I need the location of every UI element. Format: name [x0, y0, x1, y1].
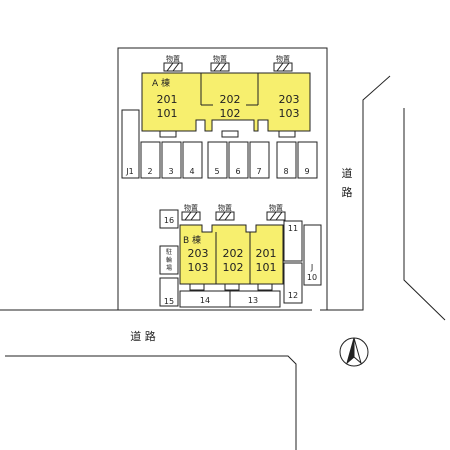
site-boundary — [117, 47, 328, 310]
storage-label: 物置 — [184, 203, 198, 212]
unit-201: 201 — [157, 93, 178, 106]
parking-7-label: 7 — [256, 167, 261, 176]
parking-12-label: 12 — [288, 291, 298, 300]
storage-label: 物置 — [166, 54, 180, 63]
unit-103: 103 — [279, 107, 300, 120]
parking-14-label: 14 — [200, 296, 210, 305]
unit-b-202: 202 — [223, 247, 244, 260]
building-b-outline — [179, 224, 284, 285]
parking-j10-label-1: J — [310, 263, 313, 272]
storage-a-3: 物置 — [273, 54, 293, 72]
building-b: 物置 物置 物置 B 棟 203 103 202 102 201 101 — [179, 203, 286, 291]
bicycle-parking: 16 駐 輪 場 15 — [159, 209, 179, 307]
parking-row-a: J1 2 3 4 5 6 7 8 9 — [121, 109, 318, 179]
parking-16-label: 16 — [164, 216, 174, 225]
parking-2-label: 2 — [147, 167, 152, 176]
unit-b-101: 101 — [256, 261, 277, 274]
parking-j1 — [121, 109, 140, 179]
bicycle-parking-label-3: 場 — [166, 264, 172, 272]
storage-b-3: 物置 — [266, 203, 286, 221]
parking-13-label: 13 — [248, 296, 258, 305]
building-b-label: B 棟 — [183, 234, 201, 246]
bicycle-parking-label-2: 輪 — [166, 256, 172, 264]
storage-label: 物置 — [276, 54, 290, 63]
parking-3-label: 3 — [168, 167, 173, 176]
road-lines — [0, 75, 446, 450]
parking-5-label: 5 — [214, 167, 219, 176]
right-road-left-edge — [320, 75, 391, 311]
bottom-road-label: 道 路 — [130, 329, 156, 343]
storage-a-1: 物置 — [163, 54, 183, 72]
parking-j10-label-2: 10 — [307, 273, 317, 282]
storage-b-2: 物置 — [215, 203, 235, 221]
unit-102: 102 — [220, 107, 241, 120]
storage-a-2: 物置 — [210, 54, 230, 72]
right-road-label-2: 路 — [342, 186, 353, 199]
building-a-label: A 棟 — [152, 77, 170, 89]
unit-b-201: 201 — [256, 247, 277, 260]
unit-b-203: 203 — [188, 247, 209, 260]
unit-b-103: 103 — [188, 261, 209, 274]
storage-label: 物置 — [218, 203, 232, 212]
parking-6-label: 6 — [235, 167, 240, 176]
parking-row-b: 14 13 — [179, 290, 281, 308]
storage-b-1: 物置 — [181, 203, 201, 221]
unit-203: 203 — [279, 93, 300, 106]
parking-8-label: 8 — [283, 167, 288, 176]
parking-j1-label: J1 — [125, 167, 133, 176]
parking-9-label: 9 — [304, 167, 309, 176]
parking-11-label: 11 — [288, 224, 298, 233]
unit-b-102: 102 — [223, 261, 244, 274]
storage-label: 物置 — [269, 203, 283, 212]
unit-202: 202 — [220, 93, 241, 106]
storage-label: 物置 — [213, 54, 227, 63]
north-arrow-icon — [339, 337, 369, 367]
right-road-label-1: 道 — [342, 166, 353, 180]
parking-15-label: 15 — [164, 297, 174, 306]
bottom-road-lower-edge — [5, 355, 297, 450]
bicycle-parking-label-1: 駐 — [166, 248, 172, 256]
parking-4-label: 4 — [189, 167, 194, 176]
unit-101: 101 — [157, 107, 178, 120]
building-a: 物置 物置 物置 A 棟 201 101 202 102 203 103 — [141, 54, 311, 138]
parking-right-b: 11 12 J 10 — [283, 220, 322, 304]
right-road-right-edge — [403, 108, 446, 321]
